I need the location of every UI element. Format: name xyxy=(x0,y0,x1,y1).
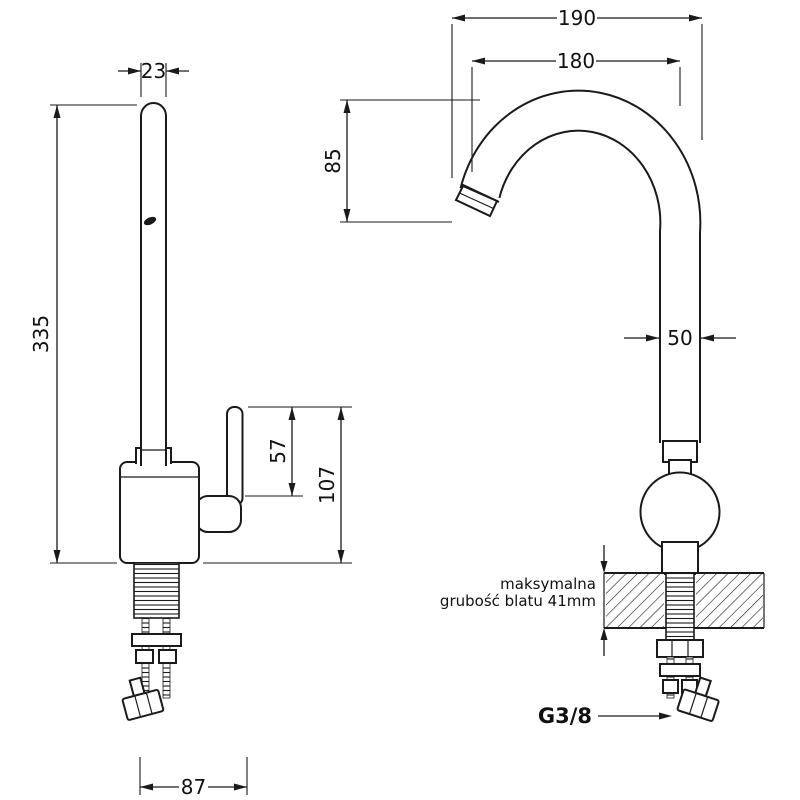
dim-label-total-height: 335 xyxy=(29,315,53,353)
dim-spout-reach: 180 xyxy=(471,49,681,172)
side-mounting-nut-wide xyxy=(656,639,704,658)
dim-label-body-height: 107 xyxy=(315,466,339,504)
connection-thread-label: G3/8 xyxy=(538,704,592,728)
dim-spout-drop: 85 xyxy=(321,99,480,223)
front-hose-nut xyxy=(121,676,165,721)
countertop-section xyxy=(603,572,765,629)
side-handle xyxy=(662,440,698,463)
side-threaded-tail xyxy=(665,572,695,641)
dim-label-base-depth: 87 xyxy=(181,775,206,799)
dim-total-height: 335 xyxy=(29,104,137,564)
dim-spout-width: 23 xyxy=(118,59,189,97)
front-mounting-nut xyxy=(158,649,177,664)
side-mounting-stud xyxy=(666,656,675,699)
side-mounting-nut xyxy=(662,679,679,694)
dim-label-spout-width: 23 xyxy=(141,59,166,83)
dim-label-pipe-width: 50 xyxy=(667,326,692,350)
side-mounting-bracket xyxy=(659,663,701,677)
front-spout-pipe xyxy=(140,102,167,466)
dim-total-reach: 190 xyxy=(451,6,703,178)
connection-thread-callout: G3/8 xyxy=(538,704,672,728)
dim-body-height: 107 xyxy=(203,407,352,564)
counter-note-line1: maksymalna xyxy=(500,575,596,593)
counter-note-line2: grubość blatu 41mm xyxy=(440,592,596,610)
front-threaded-tail xyxy=(133,562,180,619)
front-lever-boss xyxy=(195,495,242,533)
side-body-sphere xyxy=(639,471,721,553)
dim-base-depth: 87 xyxy=(139,757,248,799)
dim-lever-height: 57 xyxy=(245,406,352,497)
dim-label-lever-height: 57 xyxy=(266,438,290,463)
dim-label-spout-drop: 85 xyxy=(321,148,345,173)
dim-counter-thickness: maksymalna grubość blatu 41mm xyxy=(440,545,608,656)
dim-pipe-width: 50 xyxy=(624,326,736,350)
front-aerator-icon xyxy=(143,216,157,226)
front-view-faucet xyxy=(119,102,244,721)
dim-label-total-reach: 190 xyxy=(558,6,596,30)
side-view-faucet xyxy=(454,89,765,722)
front-mounting-nut xyxy=(135,649,154,664)
side-hose-nut xyxy=(676,676,720,722)
side-base xyxy=(661,541,699,575)
front-lever xyxy=(226,406,244,506)
front-mounting-bracket xyxy=(131,633,182,647)
dim-label-spout-reach: 180 xyxy=(557,49,595,73)
